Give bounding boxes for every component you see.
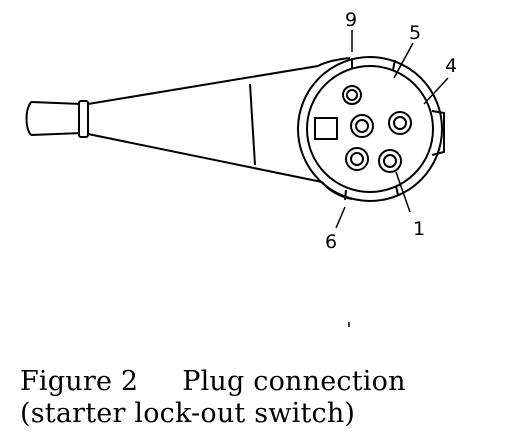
plug-key [431,110,445,156]
cable-end [25,101,32,136]
figure-caption-title: Figure 2 Plug connection [20,367,406,397]
leader-5 [393,42,414,79]
pin-label-9: 9 [345,9,357,31]
caption-gap [138,366,182,397]
bayonet-top [351,58,396,71]
plug-outer-ring [297,56,443,202]
contact-pin-2 [350,114,374,138]
plug-housing-taper [87,57,353,200]
leader-lines [335,30,449,327]
cable-sheath [30,101,83,136]
contact-pin-4 [388,111,412,135]
cable [25,101,83,136]
figure-title: Plug connection [182,366,406,397]
figure-caption-subtitle: (starter lock-out switch) [20,398,356,429]
ground-contact [314,117,338,140]
pin-label-4: 4 [445,55,457,77]
contact-pin-9 [342,85,362,105]
pin-label-1: 1 [413,218,425,240]
leader-1 [395,171,411,213]
plug-body [297,56,445,202]
pin-label-6: 6 [325,231,337,253]
contact-pins [314,85,412,173]
bayonet-bottom [344,185,399,201]
figure-label: Figure 2 [20,366,139,397]
leader-6 [335,206,346,229]
contact-pin-1 [378,149,402,173]
pin-label-5: 5 [409,22,421,44]
leader-4 [423,77,449,105]
plug-inner-ring [306,65,434,193]
pin-number-labels: 9 5 4 6 1 [325,9,457,253]
contact-pin-6 [345,147,369,171]
strain-relief-collar [78,100,89,138]
